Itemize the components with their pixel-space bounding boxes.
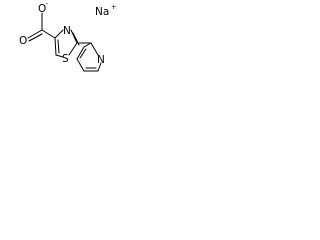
atom-n-thiazole: N bbox=[63, 25, 71, 37]
bond-c4-n3 bbox=[54, 29, 64, 39]
bond-c-o-left-double-1 bbox=[27, 29, 43, 39]
bond-py-c5-c4 bbox=[76, 58, 85, 72]
bond-carboxyl-to-ring bbox=[41, 29, 56, 39]
atom-o-left: O bbox=[19, 35, 27, 47]
atom-s-thiazole: S bbox=[62, 53, 69, 65]
charge-sodium: + bbox=[111, 3, 116, 11]
bond-py-c4-c3-double bbox=[79, 48, 87, 59]
bond-py-n1-c6 bbox=[97, 62, 102, 72]
atom-o-top: O bbox=[38, 3, 46, 15]
bond-n3-c2 bbox=[70, 29, 78, 44]
bond-c5-c4 bbox=[54, 37, 57, 56]
bond-c5-c4-double bbox=[57, 39, 60, 54]
charge-o-top: - bbox=[46, 0, 49, 7]
atom-sodium: Na bbox=[95, 6, 109, 18]
bond-py-c4-c3 bbox=[76, 46, 85, 60]
bond-py-c3-c2 bbox=[83, 42, 92, 48]
bond-py-c2-n1 bbox=[90, 42, 99, 56]
chemical-structure: O - O N S N Na + bbox=[19, 0, 116, 72]
bond-c-o-left-double-2 bbox=[28, 33, 43, 42]
atom-n-pyridine: N bbox=[97, 54, 105, 66]
bond-c2-s1 bbox=[68, 42, 78, 56]
bond-s1-c5 bbox=[55, 54, 64, 58]
